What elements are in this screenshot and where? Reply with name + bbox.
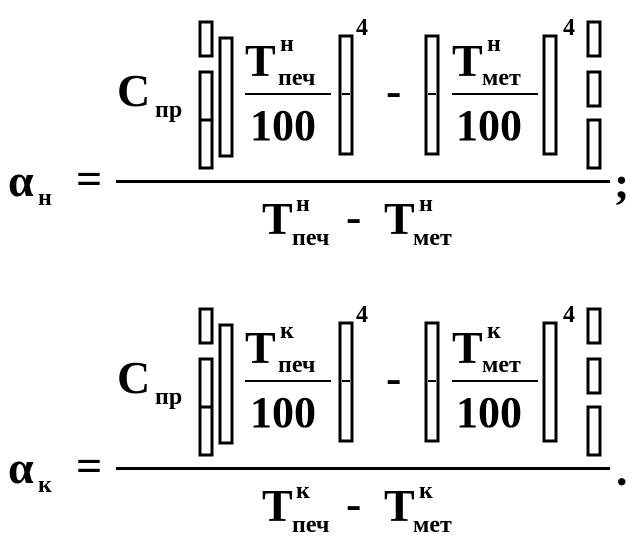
inner-fraction-line-2	[452, 380, 538, 382]
den-t2-base: T	[384, 193, 415, 244]
den-t2-base: T	[384, 480, 415, 531]
power-1: 4	[356, 15, 368, 41]
divisor-1: 100	[250, 101, 316, 150]
alpha-subscript: н	[38, 185, 52, 211]
outer-right-bracket	[542, 307, 602, 457]
inner-fraction-line-1	[245, 380, 331, 382]
inner-fraction-line-1	[245, 93, 331, 95]
t2-subscript: мет	[482, 65, 521, 91]
coefficient-subscript: пр	[155, 384, 183, 410]
coefficient-c: C	[117, 65, 151, 116]
den-t1-subscript: печ	[292, 512, 330, 538]
den-t2-superscript: к	[419, 478, 433, 504]
t2-subscript: мет	[482, 352, 521, 378]
t1-base: T	[245, 35, 276, 86]
inner-fraction-line-2	[452, 93, 538, 95]
main-fraction-line	[116, 180, 610, 183]
t1-superscript: к	[280, 318, 294, 344]
divisor-1: 100	[250, 388, 316, 437]
t1-subscript: печ	[278, 65, 316, 91]
den-t1-base: T	[262, 193, 293, 244]
den-t1-superscript: к	[296, 478, 310, 504]
divisor-2: 100	[456, 388, 522, 437]
outer-left-bracket	[198, 307, 234, 457]
alpha-symbol: α	[8, 155, 34, 206]
t2-superscript: к	[487, 318, 501, 344]
end-punctuation: .	[616, 444, 628, 495]
den-t1-superscript: н	[296, 191, 310, 217]
t2-base: T	[452, 322, 483, 373]
t2-superscript: н	[487, 31, 501, 57]
power-2: 4	[563, 302, 575, 328]
equation-1: α н = C пр T н печ 100 4 - T н мет 100 4…	[8, 15, 630, 251]
power-2: 4	[563, 15, 575, 41]
minus-sign: -	[386, 65, 402, 116]
outer-left-bracket	[198, 20, 234, 170]
outer-right-bracket	[542, 20, 602, 170]
alpha-subscript: к	[38, 472, 52, 498]
equation-2: α к = C пр T к печ 100 4 - T к мет 100 4…	[0, 287, 639, 546]
t1-subscript: печ	[278, 352, 316, 378]
den-t1-base: T	[262, 480, 293, 531]
den-t2-superscript: н	[419, 191, 433, 217]
alpha-symbol: α	[8, 442, 34, 493]
inner-right-bracket-1	[338, 34, 354, 156]
minus-sign: -	[386, 352, 402, 403]
inner-left-bracket-2	[424, 34, 440, 156]
coefficient-subscript: пр	[155, 97, 183, 123]
equals-sign: =	[76, 153, 103, 204]
equals-sign: =	[76, 440, 103, 491]
t2-base: T	[452, 35, 483, 86]
den-t1-subscript: печ	[292, 225, 330, 251]
inner-left-bracket-2	[424, 321, 440, 443]
divisor-2: 100	[456, 101, 522, 150]
den-minus-sign: -	[346, 191, 362, 242]
inner-right-bracket-1	[338, 321, 354, 443]
t1-base: T	[245, 322, 276, 373]
t1-superscript: н	[280, 31, 294, 57]
den-t2-subscript: мет	[413, 225, 452, 251]
main-fraction-line	[116, 467, 610, 470]
den-t2-subscript: мет	[413, 512, 452, 538]
coefficient-c: C	[117, 352, 151, 403]
power-1: 4	[356, 302, 368, 328]
den-minus-sign: -	[346, 478, 362, 529]
end-punctuation: ;	[614, 157, 630, 208]
